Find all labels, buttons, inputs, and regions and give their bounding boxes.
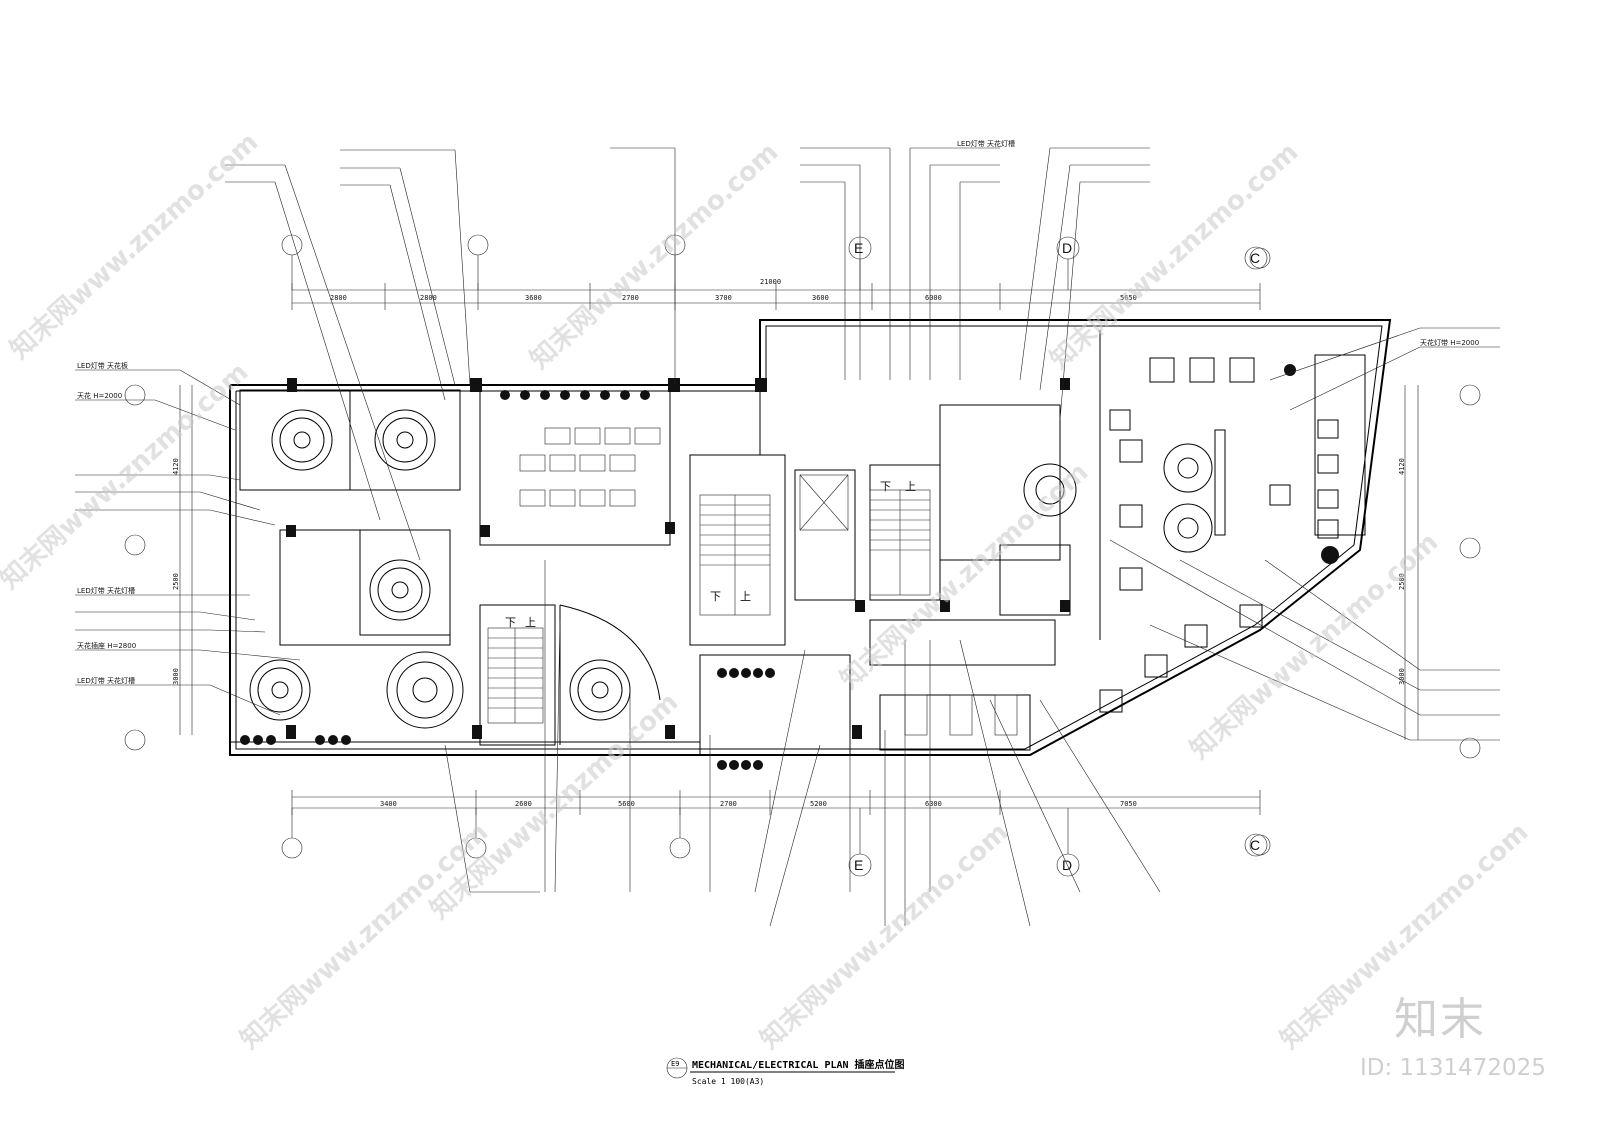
round-tables xyxy=(249,409,1213,729)
svg-text:6300: 6300 xyxy=(925,800,942,808)
svg-text:知末网www.znzmo.com: 知末网www.znzmo.com xyxy=(525,137,785,375)
svg-text:6000: 6000 xyxy=(925,294,942,302)
svg-text:3400: 3400 xyxy=(380,800,397,808)
title-block: E9 MECHANICAL/ELECTRICAL PLAN 插座点位图 Scal… xyxy=(666,1057,905,1086)
svg-text:4120: 4120 xyxy=(172,458,180,475)
svg-text:3700: 3700 xyxy=(715,294,732,302)
svg-text:知末网www.znzmo.com: 知末网www.znzmo.com xyxy=(5,127,265,365)
svg-text:2700: 2700 xyxy=(720,800,737,808)
svg-text:知末网www.znzmo.com: 知末网www.znzmo.com xyxy=(235,817,495,1055)
stair-label-up: 上 xyxy=(525,616,536,629)
svg-text:2800: 2800 xyxy=(330,294,347,302)
svg-text:下: 下 xyxy=(880,480,891,493)
svg-text:2600: 2600 xyxy=(515,800,532,808)
svg-text:7050: 7050 xyxy=(1120,800,1137,808)
svg-text:5650: 5650 xyxy=(1120,294,1137,302)
callout-label: 天花 H=2000 xyxy=(77,391,122,400)
axis-markers: E D C E D C xyxy=(124,234,1481,877)
bottom-dimension-line: 3400 2600 5600 2700 5200 6300 7050 xyxy=(291,790,1261,815)
svg-text:2500: 2500 xyxy=(1398,573,1406,590)
callout-label: LED灯带 天花灯槽 xyxy=(77,586,135,595)
watermark-logo: 知末 xyxy=(1394,994,1486,1045)
svg-text:C: C xyxy=(1250,837,1260,853)
callout-label: LED灯带 天花灯槽 xyxy=(77,676,135,685)
callout-label: LED灯带 天花板 xyxy=(77,361,128,370)
structural-columns xyxy=(286,378,1070,739)
svg-text:3600: 3600 xyxy=(525,294,542,302)
square-tables xyxy=(1099,357,1339,713)
svg-text:上: 上 xyxy=(905,480,916,493)
chair-row xyxy=(240,364,1339,770)
svg-text:5600: 5600 xyxy=(618,800,635,808)
right-dimension-line: 4120 2500 3000 xyxy=(1398,385,1419,740)
svg-text:2700: 2700 xyxy=(622,294,639,302)
building-outline xyxy=(229,319,1392,756)
stair-center xyxy=(699,494,771,616)
title-tag: E9 xyxy=(671,1060,679,1068)
svg-text:3600: 3600 xyxy=(812,294,829,302)
stair-left xyxy=(487,627,544,724)
interior-walls xyxy=(239,330,1366,756)
svg-text:上: 上 xyxy=(740,590,751,603)
callout-label: 天花插座 H=2800 xyxy=(77,641,136,650)
top-dimension-line: 21000 2800 2800 3600 2700 3700 3600 6000… xyxy=(291,278,1261,310)
svg-text:2800: 2800 xyxy=(420,294,437,302)
office-desks xyxy=(519,427,1018,736)
axis-marker-d: D xyxy=(1062,240,1072,256)
overall-dimension: 21000 xyxy=(760,278,781,286)
callout-label: LED灯带 天花灯槽 xyxy=(957,139,1015,148)
svg-text:2500: 2500 xyxy=(172,573,180,590)
axis-marker-e: E xyxy=(854,240,863,256)
drawing-scale: Scale 1 100(A3) xyxy=(692,1077,764,1086)
svg-text:4120: 4120 xyxy=(1398,458,1406,475)
svg-text:下: 下 xyxy=(710,590,721,603)
stair-label-down: 下 xyxy=(505,616,516,629)
svg-text:知末网www.znzmo.com: 知末网www.znzmo.com xyxy=(755,817,1015,1055)
stair-right xyxy=(869,489,931,596)
left-dimension-line: 4120 2500 3000 xyxy=(172,385,193,735)
svg-text:E: E xyxy=(854,857,863,873)
svg-text:3000: 3000 xyxy=(172,668,180,685)
axis-marker-c: C xyxy=(1250,250,1260,266)
elevator xyxy=(799,474,849,531)
watermark-id: ID: 1131472025 xyxy=(1360,1055,1546,1081)
callout-label: 天花灯带 H=2000 xyxy=(1420,338,1479,347)
callout-leaders xyxy=(75,147,1500,927)
svg-text:知末网www.znzmo.com: 知末网www.znzmo.com xyxy=(1045,137,1305,375)
drawing-title: MECHANICAL/ELECTRICAL PLAN 插座点位图 xyxy=(692,1058,905,1071)
svg-text:知末网www.znzmo.com: 知末网www.znzmo.com xyxy=(425,687,685,925)
svg-text:5200: 5200 xyxy=(810,800,827,808)
svg-text:3000: 3000 xyxy=(1398,668,1406,685)
